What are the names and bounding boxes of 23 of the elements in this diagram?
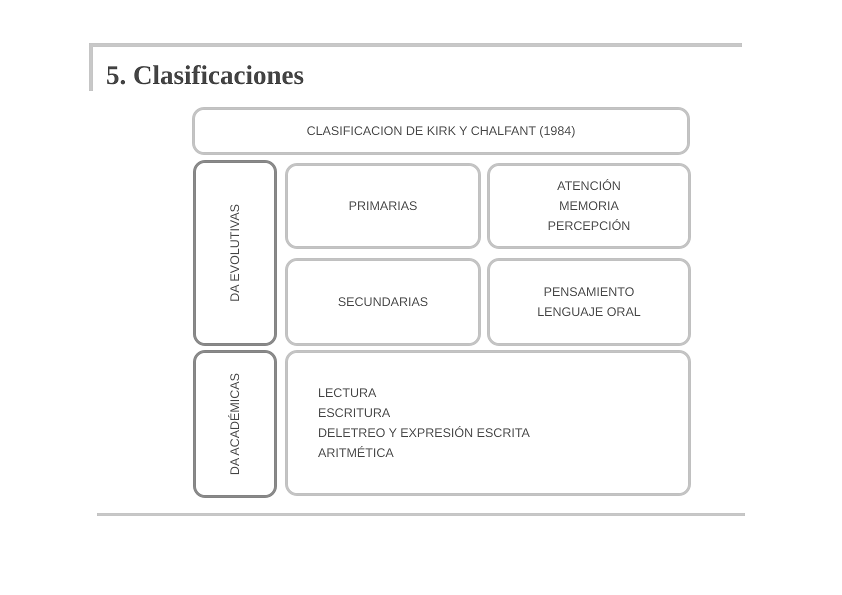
list-item: ARITMÉTICA [318, 445, 394, 462]
box-label: PRIMARIAS [348, 198, 418, 215]
box-label: PERCEPCIÓN [548, 218, 630, 235]
box-label: SECUNDARIAS [338, 294, 428, 311]
header-box [192, 107, 690, 155]
category-box [193, 160, 277, 346]
list-box [285, 350, 691, 496]
vertical-label: DA EVOLUTIVAS [227, 204, 243, 302]
list-item: ESCRITURA [318, 405, 390, 422]
box-label: PENSAMIENTO [544, 284, 634, 301]
class-box [487, 258, 691, 346]
class-box [285, 258, 481, 346]
box-label: ATENCIÓN [557, 178, 621, 195]
category-box [193, 350, 277, 498]
list-item: LECTURA [318, 385, 376, 402]
vertical-label: DA ACADÉMICAS [227, 372, 243, 476]
class-box [285, 163, 481, 249]
header-text: CLASIFICACION DE KIRK Y CHALFANT (1984) [306, 123, 576, 140]
list-item: DELETREO Y EXPRESIÓN ESCRITA [318, 425, 530, 442]
box-label: LENGUAJE ORAL [537, 304, 641, 321]
class-box [487, 163, 691, 249]
box-label: MEMORIA [559, 198, 619, 215]
slide-title: 5. Clasificaciones [106, 60, 304, 91]
